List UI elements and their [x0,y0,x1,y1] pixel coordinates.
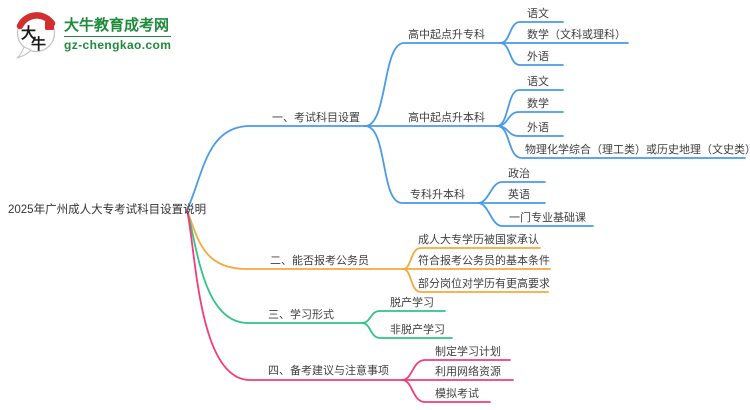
leaf-yuwen-1: 语文 [527,8,549,20]
daniu-logo-icon: 大 牛 [16,12,56,59]
branch-preparation-tips: 四、备考建议与注意事项 [268,365,389,377]
site-logo[interactable]: 大 牛 大牛教育成考网 gz-chengkao.com [14,9,172,59]
logo-char-bottom: 牛 [31,35,46,53]
leaf-zhengzhi: 政治 [508,168,530,180]
root-node: 2025年广州成人大专考试科目设置说明 [8,204,207,216]
connector-leaf-waiyu-1 [499,42,564,66]
connector-branch3 [186,209,363,324]
connector-branch1 [186,125,366,211]
branch-study-forms: 三、学习形式 [268,309,334,321]
node-gaozhong-zhuanke: 高中起点升专科 [408,29,485,41]
leaf-jichuke: 一门专业基础课 [509,212,586,224]
connector-node-zhuanke-benke [364,125,479,204]
connector-leaf-jichuke [477,202,594,227]
leaf-genggao-yaoqiu: 部分岗位对学历有更高要求 [418,278,550,290]
leaf-guojia-chengren: 成人大专学历被国家承认 [418,234,539,246]
site-url: gz-chengkao.com [64,37,172,52]
connector-branch2 [186,209,404,270]
connector-leaf-wuli-lishi [496,125,746,159]
node-zhuanke-benke: 专科升本科 [410,189,465,201]
leaf-waiyu-2: 外语 [527,122,549,134]
logo-char-top: 大 [21,24,36,42]
branch-civil-service: 二、能否报考公务员 [270,255,369,267]
leaf-wuli-lishi: 物理化学综合（理工类）或历史地理（文史类） [525,144,750,156]
leaf-jiben-tiaojian: 符合报考公务员的基本条件 [418,255,550,267]
branch-exam-subjects: 一、考试科目设置 [272,112,360,124]
connector-branch4 [186,209,403,381]
leaf-wangluo-ziyuan: 利用网络资源 [435,366,501,378]
connector-leaf-moni [401,379,491,403]
leaf-xuexi-jihua: 制定学习计划 [435,346,501,358]
leaf-feituochan: 非脱产学习 [390,324,445,336]
leaf-yingyu: 英语 [508,189,530,201]
connector-leaf-tuochan [361,310,446,324]
connector-node-gaozhong-zhuanke [364,42,501,127]
logo-divider [64,35,172,37]
connector-leaf-feituochan [361,322,453,339]
node-gaozhong-benke: 高中起点升本科 [408,112,485,124]
connector-leaf-gangwei-yaoqiu [402,268,549,293]
leaf-tuochan: 脱产学习 [390,297,434,309]
leaf-yuwen-2: 语文 [527,76,549,88]
site-name: 大牛教育成考网 [64,16,170,34]
leaf-moni-kaoshi: 模拟考试 [435,388,479,400]
leaf-shuxue-2: 数学 [527,98,549,110]
leaf-waiyu-1: 外语 [527,51,549,63]
leaf-shuxue-1: 数学（文科或理科） [527,29,626,41]
